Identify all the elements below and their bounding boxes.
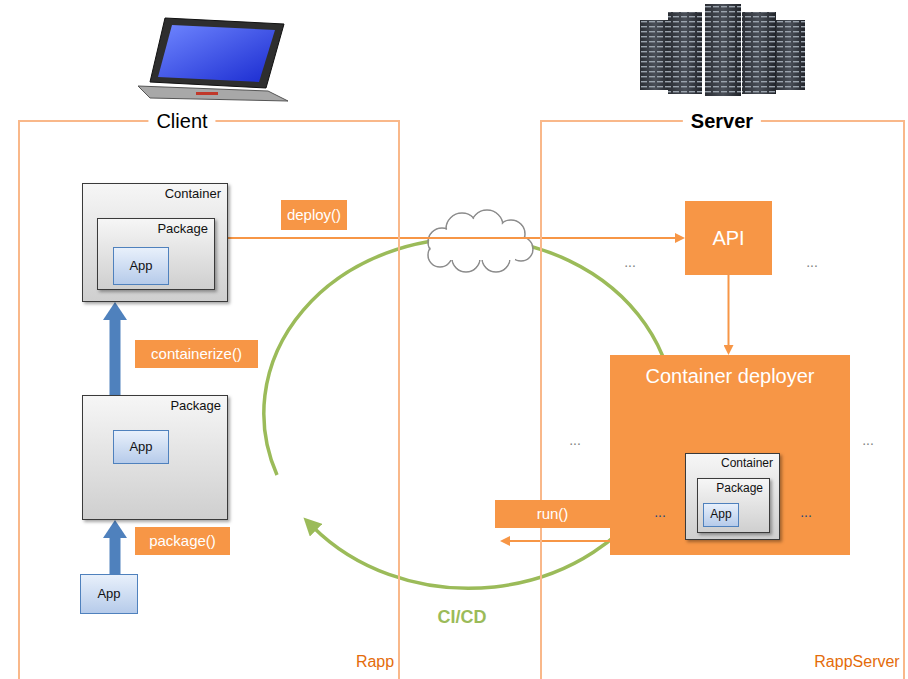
box-label: Package: [157, 222, 208, 237]
package-box: PackageApp: [97, 218, 215, 290]
box-label: App: [710, 508, 731, 522]
app-box: App: [703, 503, 739, 527]
box-label: Container deployer: [646, 365, 815, 388]
package-box: PackageApp: [82, 395, 228, 520]
ellipsis: ...: [862, 432, 874, 448]
box-label: App: [129, 440, 152, 455]
action-box: containerize(): [135, 340, 258, 368]
action-box: package(): [135, 527, 230, 555]
box-label: App: [97, 587, 120, 602]
ellipsis: ...: [624, 254, 636, 270]
box-label: Package: [170, 399, 221, 414]
build-arrow: [110, 538, 121, 574]
system-panel: ServerRappServerAPIContainer deployerCon…: [540, 120, 905, 679]
app-box: App: [80, 574, 138, 614]
container-box: ContainerPackageApp: [685, 453, 780, 540]
box-label: Container: [165, 187, 221, 202]
server-icon: [640, 4, 805, 96]
action-box: run(): [495, 500, 610, 528]
run-arrow: [510, 540, 610, 542]
ellipsis: ...: [806, 254, 818, 270]
network-cloud: [428, 210, 533, 272]
cycle-label: CI/CD: [438, 607, 487, 628]
box-label: Container: [721, 457, 773, 471]
panel-title: Server: [683, 110, 761, 133]
flow-arrow: [728, 275, 730, 345]
panel-title: RappServer: [806, 653, 907, 671]
ellipsis: ...: [654, 504, 666, 520]
panel-title: Client: [148, 110, 215, 133]
box-label: package(): [149, 532, 216, 549]
package-box: PackageApp: [697, 478, 770, 533]
panel-title: Rapp: [348, 653, 402, 671]
box-label: containerize(): [151, 345, 242, 362]
flow-arrow: [228, 237, 675, 239]
ellipsis: ...: [800, 504, 812, 520]
build-arrow: [110, 320, 121, 395]
box-label: deploy(): [287, 206, 341, 223]
laptop-icon: [138, 18, 288, 101]
box-label: Package: [716, 482, 763, 496]
box-label: App: [129, 259, 152, 274]
box-label: run(): [537, 505, 569, 522]
box-label: API: [712, 227, 744, 250]
deployer-box: Container deployerContainerPackageApp: [610, 355, 850, 555]
app-box: App: [113, 430, 169, 464]
app-box: App: [113, 247, 169, 285]
ellipsis: ...: [569, 432, 581, 448]
container-box: ContainerPackageApp: [82, 183, 228, 302]
system-panel: ClientRappContainerPackageAppdeploy()con…: [18, 120, 400, 679]
action-box: deploy(): [281, 200, 347, 230]
api-box: API: [685, 201, 772, 275]
